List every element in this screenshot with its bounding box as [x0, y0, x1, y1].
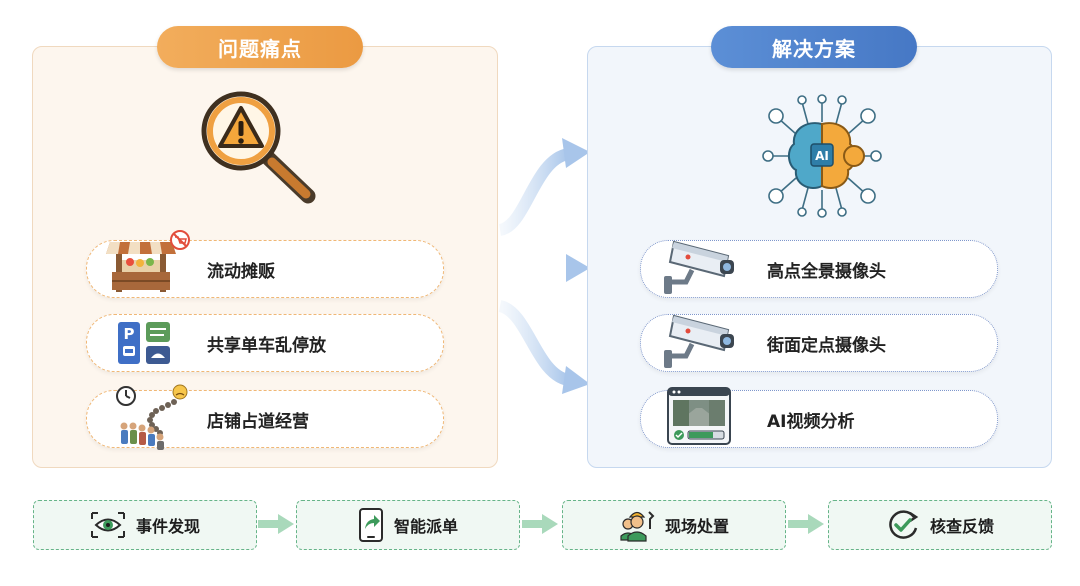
workflow-step-label: 智能派单: [393, 517, 458, 536]
eye-icon: [90, 512, 125, 538]
flow-arrow: [788, 514, 824, 534]
flow-arrow: [258, 514, 294, 534]
solution-label: AI视频分析: [767, 411, 855, 432]
parking-sign-icon: P: [118, 322, 170, 364]
workflow-step-label: 事件发现: [135, 517, 200, 536]
workflow-step-dispatch: 智能派单: [296, 500, 520, 550]
svg-text:P: P: [124, 325, 135, 343]
surveillance-camera-icon: [664, 314, 734, 368]
problem-label: 店铺占道经营: [207, 411, 309, 432]
workflow-step-label: 核查反馈: [929, 517, 994, 536]
solution-label: 高点全景摄像头: [767, 261, 886, 282]
problem-label: 流动摊贩: [207, 261, 275, 282]
workflow-step-handle: 现场处置: [562, 500, 786, 550]
connector-arrows: [497, 138, 590, 394]
surveillance-camera-icon: [664, 240, 734, 294]
workflow-step-verify: 核查反馈: [828, 500, 1052, 550]
solutions-title: 解决方案: [711, 26, 917, 68]
ai-brain-icon: AI: [762, 94, 882, 218]
problems-title: 问题痛点: [157, 26, 363, 68]
video-analysis-icon: [667, 387, 731, 445]
queue-people-icon: [116, 384, 188, 450]
worker-icon: [620, 511, 655, 542]
solution-label: 街面定点摄像头: [767, 335, 886, 356]
market-stall-icon: [106, 230, 190, 292]
check-circle-icon: [889, 510, 919, 539]
phone-share-icon: [358, 508, 383, 542]
workflow-step-discover: 事件发现: [33, 500, 257, 550]
warning-magnifier-icon: [201, 91, 316, 204]
problem-label: 共享单车乱停放: [207, 335, 326, 356]
flow-arrow: [522, 514, 558, 534]
ai-badge-text: AI: [815, 149, 829, 163]
problem-item-bike-parking: 共享单车乱停放: [86, 314, 444, 372]
workflow-step-label: 现场处置: [664, 517, 729, 536]
